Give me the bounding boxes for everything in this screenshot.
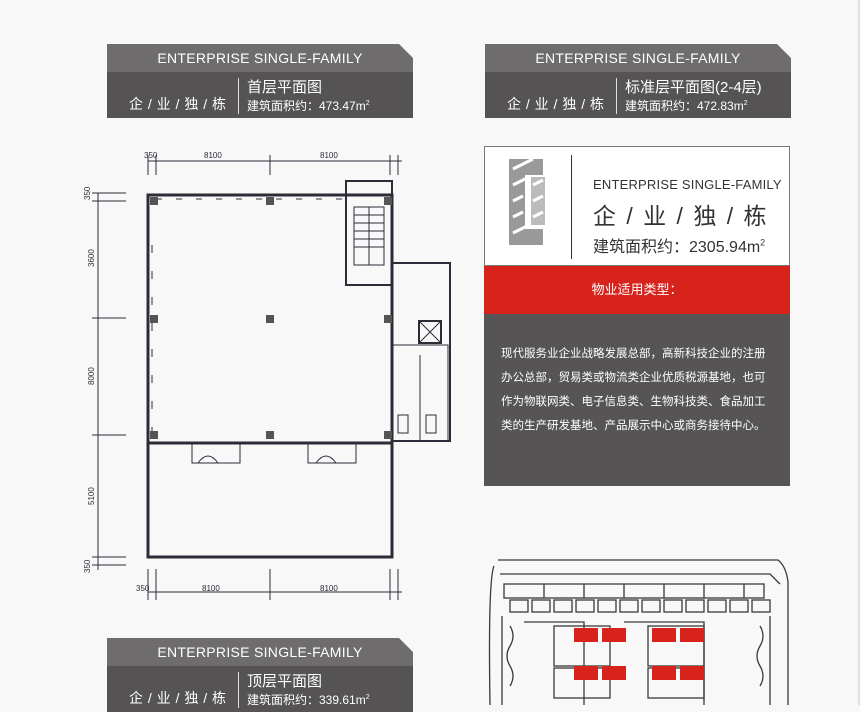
label-en: ENTERPRISE SINGLE-FAMILY — [107, 638, 413, 666]
dim-left-2: 8000 — [87, 367, 96, 385]
card-cn-title: 企 / 业 / 独 / 栋 — [593, 203, 769, 229]
floor-label-top: ENTERPRISE SINGLE-FAMILY 企 / 业 / 独 / 栋 顶… — [107, 638, 413, 712]
label-cn: 企 / 业 / 独 / 栋 — [129, 690, 227, 706]
dim-bottom-0: 350 — [136, 584, 150, 593]
floor-label-first: ENTERPRISE SINGLE-FAMILY 企 / 业 / 独 / 栋 首… — [107, 44, 413, 118]
dim-top-2: 8100 — [320, 151, 338, 160]
label-cn: 企 / 业 / 独 / 栋 — [129, 96, 227, 112]
plan-title: 标准层平面图(2-4层) — [625, 79, 762, 96]
card-en-title: ENTERPRISE SINGLE-FAMILY — [593, 177, 782, 192]
dim-left-3: 5100 — [87, 487, 96, 505]
usage-description: 现代服务业企业战略发展总部，高新科技企业的注册办公总部，贸易类或物流类企业优质税… — [484, 314, 790, 486]
dim-left-4: 350 — [83, 559, 92, 573]
plan-title: 首层平面图 — [247, 79, 323, 96]
area-text: 建筑面积约：472.83m2 — [625, 99, 748, 113]
dim-top-1: 8100 — [204, 151, 222, 160]
enterprise-logo-icon — [509, 157, 545, 245]
label-en: ENTERPRISE SINGLE-FAMILY — [485, 44, 791, 72]
dim-left-0: 350 — [83, 186, 92, 200]
plan-title: 顶层平面图 — [247, 673, 323, 690]
info-card: ENTERPRISE SINGLE-FAMILY 企 / 业 / 独 / 栋 建… — [484, 146, 790, 486]
card-total-area: 建筑面积约：2305.94m2 — [593, 237, 766, 256]
label-en: ENTERPRISE SINGLE-FAMILY — [107, 44, 413, 72]
label-cn: 企 / 业 / 独 / 栋 — [507, 96, 605, 112]
area-text: 建筑面积约：473.47m2 — [247, 99, 370, 113]
usage-type-heading: 物业适用类型： — [484, 266, 790, 314]
site-plan-drawing — [488, 559, 789, 705]
floor-plan-drawing: 350 8100 8100 350 8100 8100 350 3600 800… — [83, 151, 451, 600]
dim-bottom-1: 8100 — [202, 584, 220, 593]
dim-bottom-2: 8100 — [320, 584, 338, 593]
page-edge — [858, 0, 860, 705]
floor-label-standard: ENTERPRISE SINGLE-FAMILY 企 / 业 / 独 / 栋 标… — [485, 44, 791, 118]
dim-left-1: 3600 — [87, 249, 96, 267]
area-text: 建筑面积约：339.61m2 — [247, 693, 370, 707]
dim-top-0: 350 — [144, 151, 158, 160]
